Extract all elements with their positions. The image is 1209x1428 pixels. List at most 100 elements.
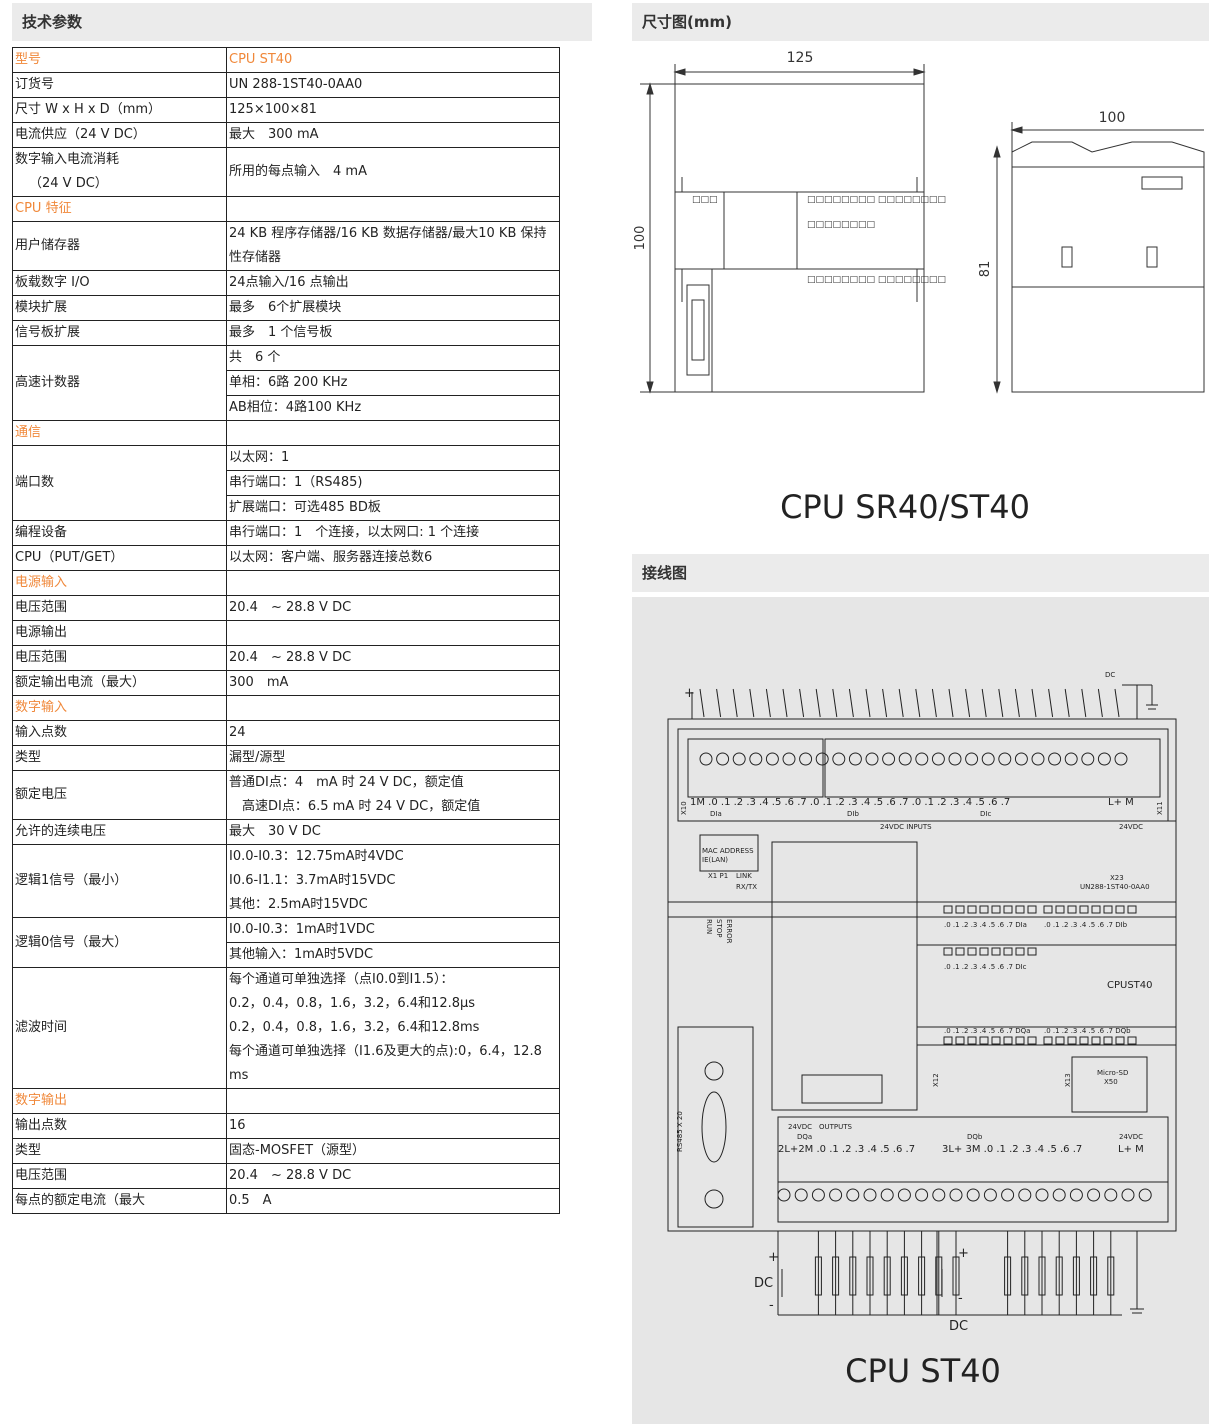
plus-right-sign: + [958,1246,969,1261]
led-row-e: .0 .1 .2 .3 .4 .5 .6 .7 DQb [1044,1027,1131,1035]
dim-height-label: 100 [633,226,648,251]
spec-row: 额定电压普通DI点：4 mA 时 24 V DC，额定值 高速DI点：6.5 m… [12,770,560,820]
dimension-drawing: □□□ □□□□□□□□ □□□□□□□□ □□□□□□□□ □□□□□□□□ … [633,50,1205,526]
spec-text: 最大 300 mA [229,127,319,142]
spec-text [229,696,557,720]
spec-section-row: 数字输入 [12,695,560,721]
spec-row: 允许的连续电压最大 30 V DC [12,819,560,845]
spec-text: 每点的额定电流（最大 [15,1193,146,1208]
dimension-title: 尺寸图(mm) [642,13,732,31]
tech-params-header: 技术参数 [12,3,592,41]
stop-label: STOP [715,919,723,937]
wiring-panel [632,597,1209,1424]
spec-label-cell: 尺寸 W x H x D（mm） [12,97,227,123]
spec-text: 0.2，0.4，0.8，1.6，3.2，6.4和12.8ms [229,1020,480,1035]
spec-value-cell [226,196,560,222]
spec-text: 固态-MOSFET（源型） [229,1143,366,1158]
spec-text: 单相：6路 200 KHz [227,370,559,395]
spec-text: 串行端口：1 个连接，以太网口: 1 个连接 [229,525,480,540]
minus-left-sign: - [769,1298,774,1313]
spec-label-cell: 高速计数器 [12,345,227,421]
spec-text: 每个通道可单独选择（点I0.0到I1.5）： [229,972,454,987]
spec-text: 每个通道可单独选择（I1.6及更大的点):0，6.4，12.8 [229,1044,542,1059]
spec-text: CPU ST40 [229,52,293,67]
spec-row: 编程设备串行端口：1 个连接，以太网口: 1 个连接 [12,520,560,546]
spec-text: 以太网：1 [229,450,290,465]
spec-label-cell: 电源输入 [12,570,227,596]
input-terminal-labels: 1M .0 .1 .2 .3 .4 .5 .6 .7 .0 .1 .2 .3 .… [690,797,1010,808]
spec-value-cell: 串行端口：1 个连接，以太网口: 1 个连接 [226,520,560,546]
link-label: LINK [736,872,752,880]
input-dia-label: DIa [710,810,722,818]
spec-text: 逻辑1信号（最小） [15,873,128,888]
wiring-diagram: DC 24VDC INPUTS 24VDC OUTPUTS 24VDC 24VD… [667,671,1177,1390]
led-row-c: .0 .1 .2 .3 .4 .5 .6 .7 DIc [944,963,1027,971]
wiring-header: 接线图 [632,554,1209,592]
svg-text:□□□□□□□□: □□□□□□□□ [807,220,875,230]
spec-text [229,421,557,445]
spec-text: 型号 [15,52,42,67]
led-row-a: .0 .1 .2 .3 .4 .5 .6 .7 DIa [944,921,1027,929]
led-row-d: .0 .1 .2 .3 .4 .5 .6 .7 DQa [944,1027,1030,1035]
spec-row: 滤波时间 每个通道可单独选择（点I0.0到I1.5）： 0.2，0.4，0.8，1.… [12,967,560,1089]
rxtx-label: RX/TX [736,883,757,891]
spec-label-cell: 电压范围 [12,1163,227,1189]
spec-label-cell: 端口数 [12,445,227,521]
spec-value-cell: CPU ST40 [226,47,560,73]
spec-text: 以太网：客户端、服务器连接总数6 [229,550,433,565]
spec-value-cell: 以太网：客户端、服务器连接总数6 [226,545,560,571]
minus-right-sign: - [958,1291,963,1306]
spec-text: CPU 特征 [15,201,72,216]
plus-left-sign: + [768,1250,779,1265]
spec-text: 类型 [15,750,42,765]
spec-text [229,197,557,221]
spec-text: 20.4 ~ 28.8 V DC [229,600,352,615]
spec-row: 信号板扩展最多 1 个信号板 [12,320,560,346]
port-x1-label: X1 P1 [708,872,728,880]
spec-label-cell: 用户储存器 [12,221,227,271]
output-dqa-label: DQa [797,1133,812,1141]
spec-text: 电流供应（24 V DC） [15,127,146,142]
spec-text [229,621,557,645]
spec-value-cell [226,570,560,596]
output-lm-labels: L+ M [1118,1144,1144,1155]
spec-section-row: CPU 特征 [12,196,560,222]
dimension-caption: CPU SR40/ST40 [780,488,1030,526]
dim-width-label: 125 [787,50,814,66]
plus-top-sign: + [684,686,695,701]
spec-text: 电源输出 [15,625,68,640]
spec-text: 电压范围 [15,650,68,665]
spec-row: 电压范围 20.4 ~ 28.8 V DC [12,645,560,671]
spec-value-cell: 24点输入/16 点输出 [226,270,560,296]
spec-section-row: 数字输出 [12,1088,560,1114]
spec-value-cell: 16 [226,1113,560,1139]
dc-left-label: DC [754,1276,773,1291]
spec-label-cell: 模块扩展 [12,295,227,321]
spec-row: 类型固态-MOSFET（源型） [12,1138,560,1164]
spec-value-cell: 20.4 ~ 28.8 V DC [226,645,560,671]
spec-row: 电流供应（24 V DC） 最大 300 mA [12,122,560,148]
spec-value-cell: 125×100×81 [226,97,560,123]
spec-section-row: 型号 CPU ST40 [12,47,560,73]
spec-text: 允许的连续电压 [15,824,107,839]
spec-text: 普通DI点：4 mA 时 24 V DC，额定值 [229,775,464,790]
mac-address-label: MAC ADDRESS [702,847,754,855]
spec-text: 高速DI点：6.5 mA 时 24 V DC，额定值 [229,799,481,814]
spec-text [229,571,557,595]
spec-text: 滤波时间 [15,1020,68,1035]
spec-value-cell: 24 KB 程序存储器/16 KB 数据存储器/最大10 KB 保持性存储器 [226,221,560,271]
spec-value-cell: 普通DI点：4 mA 时 24 V DC，额定值 高速DI点：6.5 mA 时 … [226,770,560,820]
spec-label-cell: 电源输出 [12,620,227,646]
spec-label-cell: 输入点数 [12,720,227,746]
